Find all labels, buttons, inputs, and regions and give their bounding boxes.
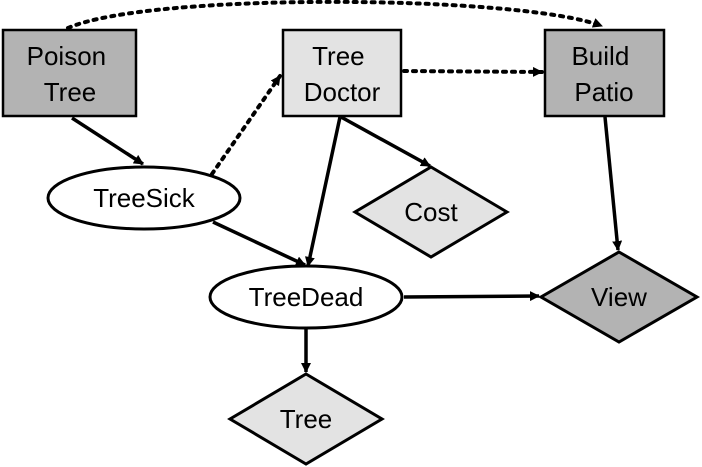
node-tree-sick-label: TreeSick: [93, 183, 196, 213]
edge-treedead-to-view: [403, 291, 540, 302]
svg-text:Build Patio: Build Patio: [571, 41, 636, 107]
node-cost-shape: [352, 165, 510, 259]
node-tree-shape: [227, 372, 385, 466]
edge-treesick-to-treedead: [212, 220, 306, 267]
svg-text:Tree Doctor: Tree Doctor: [304, 41, 381, 107]
node-poison-tree-line1: Poison: [27, 41, 107, 71]
edge-build-patio-to-view: [603, 116, 623, 251]
svg-text:Poison Tree: Poison Tree: [27, 41, 114, 107]
edge-poison-tree-to-build-patio: [66, 0, 604, 30]
node-view: View: [537, 250, 701, 344]
edge-tree-doctor-to-cost: [340, 115, 431, 168]
node-build-patio-line1: Build: [571, 41, 629, 71]
node-poison-tree: Poison Tree: [1, 28, 138, 118]
edge-poison-tree-to-treesick: [71, 116, 144, 166]
node-poison-tree-box: [1, 28, 138, 118]
node-tree-doctor-box: [281, 28, 403, 118]
node-poison-tree-line2: Tree: [44, 77, 97, 107]
node-tree-doctor-line2: Doctor: [304, 77, 381, 107]
node-tree-sick-shape: [46, 165, 242, 231]
edges-group: [66, 0, 623, 373]
node-tree-dead-shape: [208, 264, 404, 330]
node-build-patio: Build Patio: [543, 28, 666, 118]
node-build-patio-box: [543, 28, 666, 118]
node-tree-sick: TreeSick: [46, 165, 242, 231]
node-tree-dead: TreeDead: [208, 264, 404, 330]
node-cost: Cost: [352, 165, 510, 259]
node-tree: Tree: [227, 372, 385, 466]
node-cost-label: Cost: [404, 197, 458, 227]
edge-tree-doctor-to-build-patio: [402, 66, 544, 77]
node-view-shape: [537, 250, 701, 344]
node-tree-dead-label: TreeDead: [249, 282, 364, 312]
edge-tree-doctor-to-treedead: [305, 116, 342, 267]
edge-treesick-to-tree-doctor: [210, 74, 282, 176]
node-tree-doctor-line1: Tree: [312, 41, 365, 71]
node-tree-doctor: Tree Doctor: [281, 28, 403, 118]
node-tree-label: Tree: [280, 404, 333, 434]
node-view-label: View: [591, 282, 647, 312]
node-build-patio-line2: Patio: [574, 77, 633, 107]
